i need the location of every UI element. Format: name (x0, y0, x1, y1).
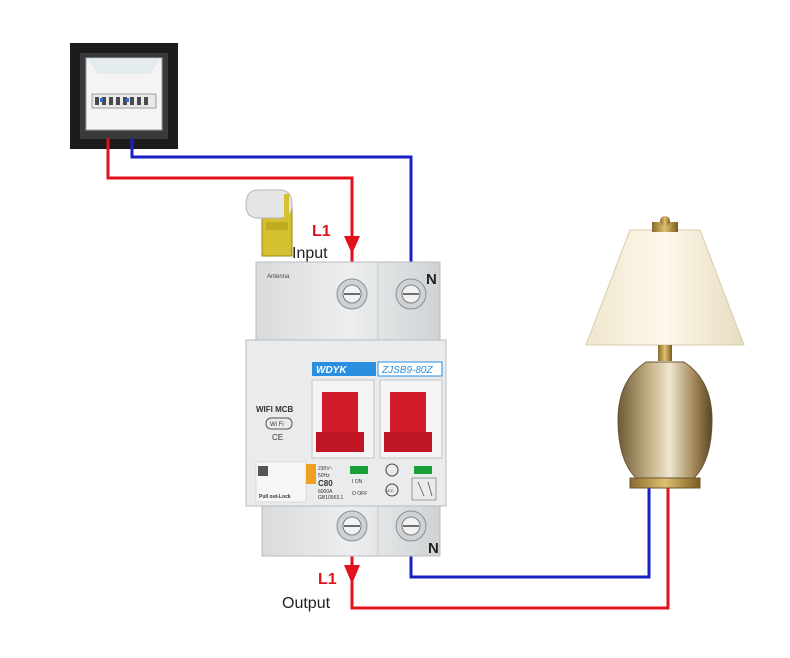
table-lamp (585, 216, 745, 489)
wifi-mcb-label: WIFI MCB (256, 405, 294, 414)
input-label: Input (292, 245, 328, 262)
green-indicator-left (350, 466, 368, 474)
live-wire-input (106, 138, 354, 290)
l1-input-label: L1 (312, 223, 331, 240)
smart-breaker: Antenna WDYK ZJSB9-80Z WIFI MCB Wi Fi CE… (245, 261, 447, 557)
indicator-light (258, 466, 268, 476)
terminal-l1-top (336, 278, 368, 310)
breaking-label: 6000A (318, 489, 333, 495)
ccc-label: CCC (385, 488, 394, 493)
voltage-label: 230V~ (318, 466, 333, 472)
distribution-box (70, 43, 178, 149)
handle-left[interactable] (316, 392, 364, 452)
output-label: Output (282, 595, 331, 612)
brand-label: WDYK (316, 365, 347, 376)
brand-band (312, 362, 376, 376)
ce-mark: CE (272, 433, 283, 442)
freq-label: 50Hz (318, 473, 330, 479)
green-indicator-right (414, 466, 432, 474)
input-arrow (344, 236, 360, 254)
wifi-badge: Wi Fi (270, 422, 284, 428)
orange-tab (306, 464, 316, 484)
on-label: I ON (352, 479, 363, 485)
output-arrow (344, 565, 360, 584)
terminal-n-bottom (395, 510, 427, 542)
off-label: O OFF (352, 491, 367, 497)
antenna-label: Antenna (267, 274, 290, 280)
circuit-symbol (411, 477, 437, 501)
model-label: ZJSB9-80Z (381, 365, 433, 376)
handle-right[interactable] (384, 392, 432, 452)
n-bottom-label: N (428, 540, 439, 557)
neutral-wire-input (130, 138, 413, 290)
terminal-n-top (395, 278, 427, 310)
rating-label: C80 (318, 479, 333, 488)
live-wire-output (350, 480, 670, 610)
neutral-wire-output (409, 480, 651, 579)
standard-label: GB10963.1 (318, 495, 344, 501)
terminal-l1-bottom (336, 510, 368, 542)
l1-output-label: L1 (318, 571, 337, 588)
pull-lock-label: Pull out-Lock (259, 494, 291, 500)
n-top-label: N (426, 271, 437, 288)
antenna (245, 189, 293, 257)
